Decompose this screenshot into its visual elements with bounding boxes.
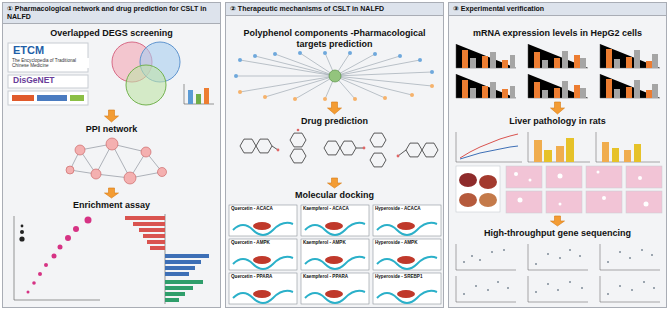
flow-arrow <box>328 102 342 114</box>
flow-arrow <box>551 216 565 226</box>
step-title: High-throughput gene sequencing <box>452 227 663 240</box>
docking-label: Kaempferol - AMPK <box>302 240 347 245</box>
step-title: PPI network <box>6 123 217 136</box>
docking-label: Hyperoside - SREBP1 <box>374 274 423 279</box>
step-title: mRNA expression levels in HepG2 cells <box>452 27 663 40</box>
docking-label: Quercetin - ACACA <box>230 206 274 211</box>
step-title: Molecular docking <box>229 189 440 202</box>
step-title: Drug prediction <box>229 115 440 128</box>
panel-heading: ① Pharmacological network and drug predi… <box>3 3 220 24</box>
database-logo-text: The Encyclopedia of Traditional Chinese … <box>11 58 89 68</box>
docking-label: Kaempferol - ACACA <box>302 206 350 211</box>
docking-label: Kaempferol - PPARA <box>302 274 349 279</box>
docking-label: Quercetin - PPARA <box>230 274 273 279</box>
step-region: Liver pathology in rats <box>452 115 663 215</box>
step-region: Drug prediction <box>229 115 440 177</box>
panel-heading: ③ Experimental verification <box>449 3 666 16</box>
step-title: Enrichment assay <box>6 199 217 212</box>
docking-label: Quercetin - AMPK <box>230 240 271 245</box>
step-region: PPI network <box>6 123 217 187</box>
flow-arrow <box>328 178 342 188</box>
step-region: Polyphenol components -Pharmacological t… <box>229 27 440 101</box>
database-logo-text: DisGeNET <box>12 76 56 85</box>
step-title: Overlapped DEGS screening <box>6 27 217 40</box>
step-title: Liver pathology in rats <box>452 115 663 128</box>
step-region: Enrichment assay <box>6 199 217 307</box>
step-title: Polyphenol components -Pharmacological t… <box>229 27 440 51</box>
flow-arrow <box>105 110 119 122</box>
docking-label: Hyperoside - ACACA <box>374 206 422 211</box>
flow-arrow <box>551 102 565 114</box>
database-logo-text: ETCM <box>12 44 45 56</box>
panel-heading: ② Therapeutic mechanisms of CSLT in NALF… <box>226 3 443 16</box>
panel-box: ③ Experimental verification mRNA expressi… <box>448 2 667 308</box>
flow-arrow <box>105 188 119 198</box>
panel-box: ② Therapeutic mechanisms of CSLT in NALF… <box>225 2 444 308</box>
docking-label: Hyperoside - AMPK <box>374 240 418 245</box>
step-region: High-throughput gene sequencing <box>452 227 663 307</box>
step-region: mRNA expression levels in HepG2 cells <box>452 27 663 101</box>
